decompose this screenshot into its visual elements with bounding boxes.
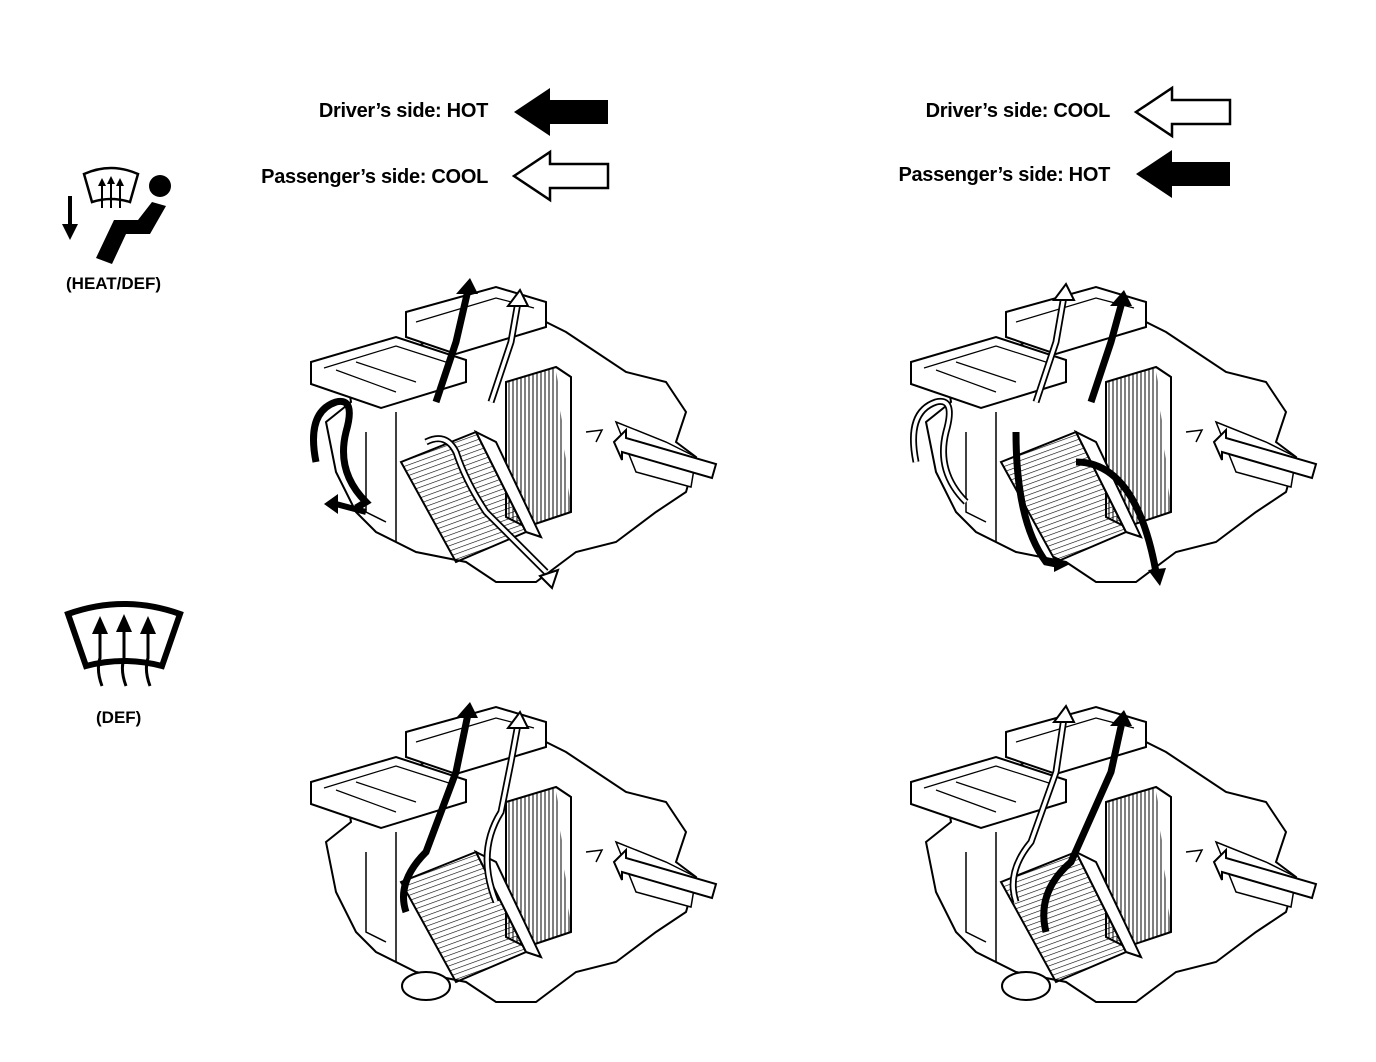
mode-def-label: (DEF) xyxy=(96,708,141,728)
heat-defrost-mode-icon xyxy=(56,160,186,270)
legend-driver-hot-label: Driver’s side: HOT xyxy=(240,100,488,123)
legend-passenger-cool-label: Passenger’s side: COOL xyxy=(200,166,488,189)
legend-passenger-hot-label: Passenger’s side: HOT xyxy=(820,164,1110,187)
solid-arrow-icon xyxy=(1134,148,1234,202)
airflow-diagram-heat-def-driver-hot xyxy=(296,282,726,592)
airflow-diagram-def-driver-hot xyxy=(296,702,726,1012)
solid-arrow-icon xyxy=(512,86,612,140)
airflow-diagram-heat-def-passenger-hot xyxy=(896,282,1326,592)
legend-driver-cool-label: Driver’s side: COOL xyxy=(860,100,1110,123)
hollow-arrow-icon xyxy=(1134,86,1234,140)
defrost-mode-icon xyxy=(64,600,188,696)
airflow-diagram-def-passenger-hot xyxy=(896,702,1326,1012)
hollow-arrow-icon xyxy=(512,150,612,204)
mode-heat-def-label: (HEAT/DEF) xyxy=(66,274,161,294)
